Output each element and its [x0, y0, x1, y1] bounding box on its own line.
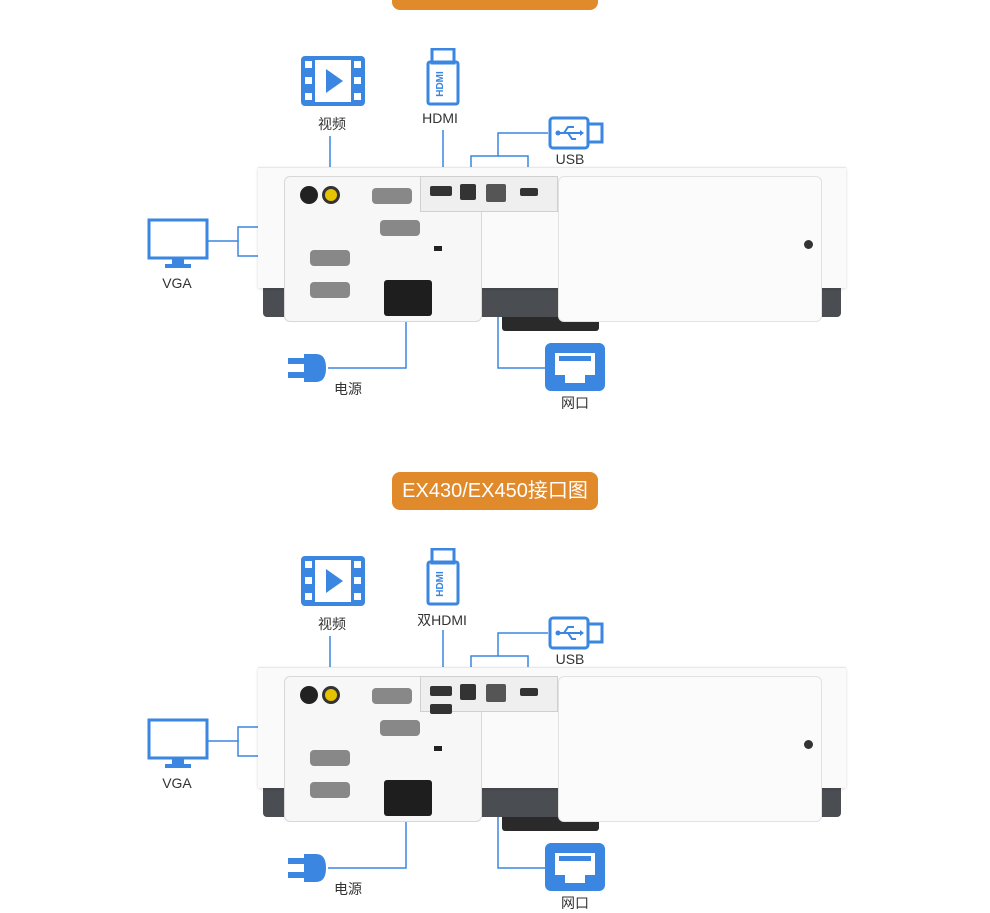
- monitor-icon: [147, 718, 209, 770]
- side-panel: [558, 176, 822, 322]
- video-label: 视频: [318, 616, 346, 632]
- svideo-port: [300, 686, 318, 704]
- usb-icon: [548, 116, 604, 150]
- hdmi-label: 双HDMI: [417, 612, 467, 628]
- usb-a-port: [520, 188, 538, 196]
- top-title-pill: [392, 0, 598, 10]
- vga-port-1: [372, 688, 412, 704]
- hdmi-port: [430, 186, 452, 196]
- ethernet-icon: [545, 843, 605, 891]
- power-label: 电源: [334, 881, 362, 897]
- hdmi-label: HDMI: [422, 110, 458, 126]
- power-label: 电源: [334, 381, 362, 397]
- security-slot: [434, 246, 442, 251]
- vga-port-3: [310, 750, 350, 766]
- projector-rear-panel: [258, 667, 846, 822]
- projector-rear-panel: [258, 167, 846, 322]
- hdmi-icon: HDMI: [426, 547, 460, 606]
- bottom-diagram: 视频 HDMI 双HDMI USB VGA: [0, 500, 990, 911]
- lan-port: [486, 684, 506, 702]
- side-panel: [558, 676, 822, 822]
- screw: [804, 240, 813, 249]
- hdmi-icon: HDMI: [426, 47, 460, 106]
- svg-text:HDMI: HDMI: [435, 71, 446, 97]
- video-icon: [301, 556, 365, 606]
- network-label: 网口: [561, 395, 589, 411]
- composite-port: [322, 686, 340, 704]
- power-socket: [384, 780, 432, 816]
- power-plug-icon: [286, 350, 332, 386]
- lan-port: [486, 184, 506, 202]
- screw: [804, 740, 813, 749]
- bottom-title-pill: EX430/EX450接口图: [392, 472, 598, 510]
- top-diagram: 视频 HDMI HDMI USB VGA: [0, 0, 990, 440]
- video-label: 视频: [318, 116, 346, 132]
- video-icon: [301, 56, 365, 106]
- vga-port-2: [380, 220, 420, 236]
- security-slot: [434, 746, 442, 751]
- vga-port-4: [310, 782, 350, 798]
- vga-label: VGA: [162, 275, 192, 291]
- vga-port-1: [372, 188, 412, 204]
- composite-port: [322, 186, 340, 204]
- monitor-icon: [147, 218, 209, 270]
- vga-label: VGA: [162, 775, 192, 791]
- usb-icon: [548, 616, 604, 650]
- usb-b-port: [460, 684, 476, 700]
- ethernet-icon: [545, 343, 605, 391]
- usb-label: USB: [555, 651, 585, 667]
- power-socket: [384, 280, 432, 316]
- power-plug-icon: [286, 850, 332, 886]
- vga-port-3: [310, 250, 350, 266]
- usb-label: USB: [555, 151, 585, 167]
- usb-a-port: [520, 688, 538, 696]
- hdmi-port-2: [430, 704, 452, 714]
- usb-b-port: [460, 184, 476, 200]
- network-label: 网口: [561, 895, 589, 911]
- vga-port-4: [310, 282, 350, 298]
- svideo-port: [300, 186, 318, 204]
- hdmi-port-1: [430, 686, 452, 696]
- vga-port-2: [380, 720, 420, 736]
- svg-text:HDMI: HDMI: [435, 571, 446, 597]
